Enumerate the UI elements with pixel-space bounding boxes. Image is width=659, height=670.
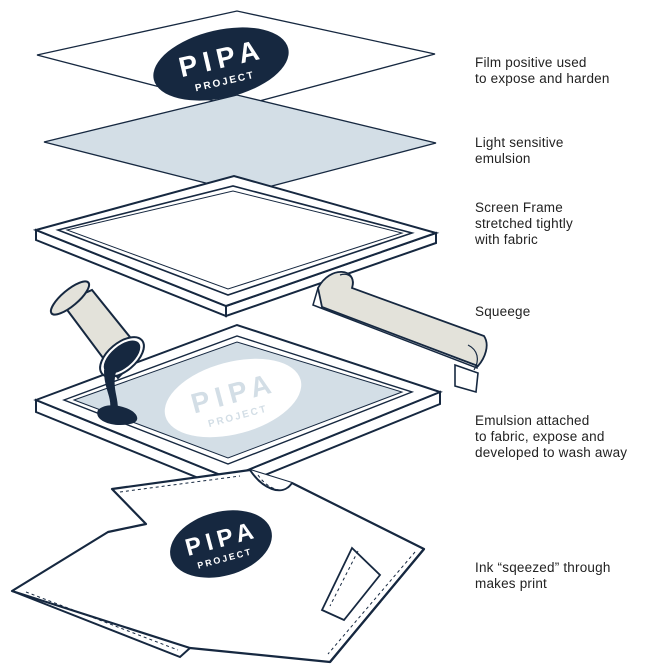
screen-frame — [32, 174, 440, 318]
label-frame-line-2: stretched tightly — [475, 216, 573, 231]
label-emulsion-line-1: Light sensitive — [475, 135, 564, 150]
label-emulsion-attached: Emulsion attached to fabric, expose and … — [475, 413, 627, 461]
stencil-logo: PIPA PROJECT — [164, 358, 302, 438]
label-screen-frame: Screen Frame stretched tightly with fabr… — [475, 200, 573, 248]
label-film-positive: Film positive used to expose and harden — [475, 55, 610, 87]
squeegee-icon — [312, 271, 488, 394]
label-emulsion: Light sensitive emulsion — [475, 135, 564, 167]
label-frame-line-1: Screen Frame — [475, 200, 563, 215]
label-ink: Ink “sqeezed” through makes print — [475, 560, 611, 592]
tshirt-icon: PIPA PROJECT — [10, 468, 426, 664]
label-attached-line-3: developed to wash away — [475, 445, 628, 460]
label-squeegee-line-1: Squeege — [475, 304, 531, 319]
label-attached-line-2: to fabric, expose and — [475, 429, 605, 444]
film-logo: PIPA PROJECT — [153, 27, 289, 101]
label-squeegee: Squeege — [475, 304, 530, 320]
label-film-line-1: Film positive used — [475, 55, 587, 70]
ink-can-icon — [49, 280, 145, 426]
label-ink-line-2: makes print — [475, 576, 547, 591]
label-ink-line-1: Ink “sqeezed” through — [475, 560, 611, 575]
label-attached-line-1: Emulsion attached — [475, 413, 590, 428]
label-emulsion-line-2: emulsion — [475, 151, 531, 166]
label-film-line-2: to expose and harden — [475, 71, 610, 86]
tshirt-logo: PIPA PROJECT — [170, 510, 272, 578]
film-positive-layer: PIPA PROJECT — [36, 10, 436, 108]
emulsion-sheet — [43, 94, 437, 194]
label-frame-line-3: with fabric — [475, 232, 538, 247]
screen-with-stencil: PIPA PROJECT — [33, 323, 443, 492]
